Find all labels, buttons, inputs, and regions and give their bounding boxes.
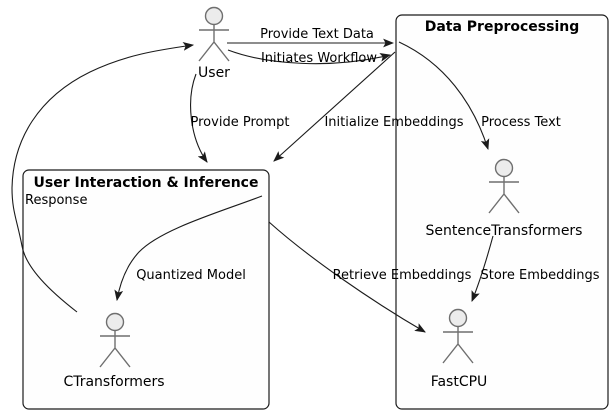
box-data-preprocessing — [395, 14, 609, 410]
edge-label-quantized-model: Quantized Model — [136, 268, 246, 283]
edge-label-initialize-embeddings: Initialize Embeddings — [324, 115, 463, 130]
edge-label-response: Response — [25, 193, 87, 208]
actor-sentencetransformers-figure-icon — [488, 176, 520, 214]
box-user-interaction-inference — [22, 169, 270, 410]
actor-sentencetransformers-head-icon — [494, 158, 514, 178]
actor-ctransformers-figure-icon — [99, 330, 131, 368]
edge-provide-prompt — [190, 73, 208, 163]
edge-label-initiates-workflow: Initiates Workflow — [261, 51, 377, 66]
edge-label-store-embeddings: Store Embeddings — [481, 268, 600, 283]
edge-store-embeddings — [471, 235, 494, 303]
actor-ctransformers-head-icon — [105, 312, 125, 332]
edges — [11, 38, 494, 333]
actor-fastcpu-label: FastCPU — [431, 374, 488, 390]
edge-label-retrieve-embeddings: Retrieve Embeddings — [333, 268, 472, 283]
actor-fastcpu-head-icon — [448, 308, 468, 328]
actor-fastcpu-figure-icon — [442, 326, 474, 364]
actor-ctransformers-label: CTransformers — [63, 374, 164, 390]
box-title-user-interaction-inference: User Interaction & Inference — [34, 175, 259, 191]
edge-response — [11, 42, 195, 313]
edge-process-text — [398, 41, 490, 151]
actor-ctransformers: CTransformers — [63, 312, 165, 390]
actor-sentencetransformers-label: SentenceTransformers — [426, 223, 583, 239]
actor-user-head-icon — [204, 6, 224, 26]
box-title-data-preprocessing: Data Preprocessing — [425, 19, 580, 35]
edge-initialize-embeddings — [273, 51, 396, 162]
edge-label-provide-text-data: Provide Text Data — [260, 27, 374, 42]
actor-user-figure-icon — [198, 24, 230, 62]
actor-fastcpu: FastCPU — [431, 308, 488, 390]
edge-labels: Provide Text Data Initiates Workflow Ini… — [25, 27, 600, 283]
actor-sentencetransformers: SentenceTransformers — [426, 158, 583, 239]
edge-retrieve-embeddings — [268, 221, 426, 333]
edge-initiates-workflow — [227, 49, 392, 65]
edge-label-process-text: Process Text — [481, 115, 561, 130]
actor-user-label: User — [198, 65, 230, 81]
edge-quantized-model — [114, 195, 263, 302]
actor-user: User — [198, 6, 230, 81]
edge-label-provide-prompt: Provide Prompt — [191, 115, 290, 130]
